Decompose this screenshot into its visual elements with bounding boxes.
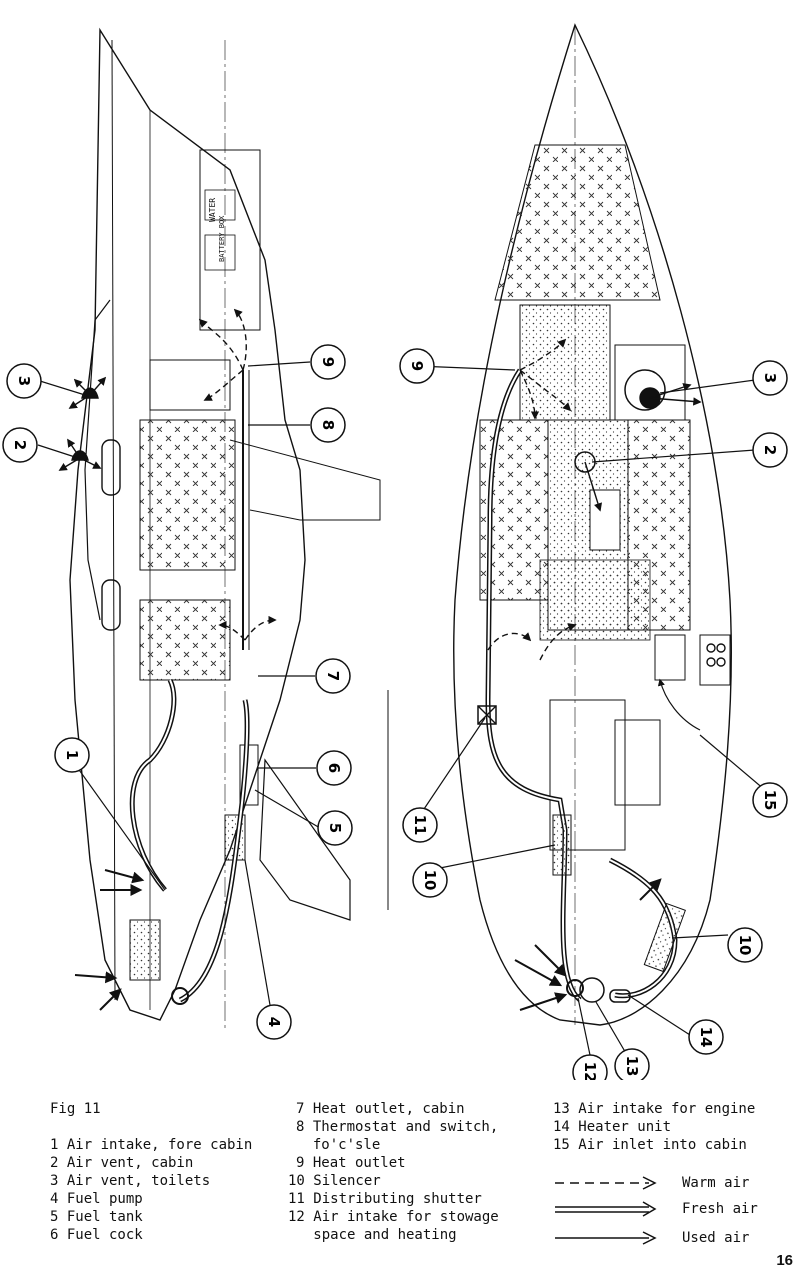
callout-5: 5 — [317, 810, 353, 846]
legend-item-10: 10 Silencer — [288, 1173, 381, 1189]
callout-label: 8 — [319, 420, 337, 430]
callout-label: 15 — [761, 790, 779, 811]
callout-7: 7 — [315, 658, 351, 694]
callout-label: 10 — [421, 870, 439, 891]
callout-label: 1 — [63, 750, 81, 760]
callout-label: 2 — [761, 445, 779, 455]
callout-10-right: 10 — [727, 927, 763, 963]
side-view-labels: WATER BATTERY BOX — [208, 198, 226, 262]
legend-item-5: 5 Fuel tank — [50, 1209, 143, 1225]
callout-label: 10 — [736, 935, 754, 956]
legend-item-13: 13 Air intake for engine — [553, 1101, 756, 1117]
callout-6: 6 — [316, 750, 352, 786]
callout-10-left: 10 — [412, 862, 448, 898]
legend-item-8-cont: fo'c'sle — [296, 1137, 381, 1153]
callout-label: 5 — [326, 823, 344, 833]
callout-8: 8 — [310, 407, 346, 443]
callout-14: 14 — [688, 1019, 724, 1055]
legend-item-7: 7 Heat outlet, cabin — [296, 1101, 465, 1117]
legend-item-2: 2 Air vent, cabin — [50, 1155, 194, 1171]
callout-label: 12 — [581, 1062, 599, 1080]
legend-item-6: 6 Fuel cock — [50, 1227, 143, 1243]
callout-3-right: 3 — [752, 360, 788, 396]
callout-15: 15 — [752, 782, 788, 818]
callout-11: 11 — [402, 807, 438, 843]
callout-label: 4 — [265, 1017, 283, 1027]
legend-item-12: 12 Air intake for stowage — [288, 1209, 499, 1225]
legend-item-4: 4 Fuel pump — [50, 1191, 143, 1207]
callout-2-left: 2 — [2, 427, 38, 463]
callout-2-right: 2 — [752, 432, 788, 468]
callout-9-left: 9 — [310, 344, 346, 380]
callout-label: 3 — [15, 376, 33, 386]
callout-label: 9 — [319, 357, 337, 367]
callout-label: 9 — [408, 361, 426, 371]
callout-label: 7 — [324, 671, 342, 681]
legend-item-12-cont: space and heating — [288, 1227, 457, 1243]
legend-item-14: 14 Heater unit — [553, 1119, 672, 1135]
used-air-label: Used air — [682, 1230, 750, 1246]
callout-label: 11 — [411, 815, 429, 836]
warm-air-label: Warm air — [682, 1175, 750, 1191]
air-legend-lines — [555, 1176, 657, 1245]
battery-box-label: BATTERY BOX — [218, 215, 226, 262]
figure-title: Fig 11 — [50, 1101, 101, 1117]
callout-label: 2 — [11, 440, 29, 450]
callout-13: 13 — [614, 1048, 650, 1080]
legend-item-1: 1 Air intake, fore cabin — [50, 1137, 253, 1153]
legend-item-8: 8 Thermostat and switch, — [296, 1119, 499, 1135]
fresh-air-line — [555, 1206, 649, 1213]
callouts: 3 2 1 4 5 6 7 8 9 9 11 10 12 13 14 10 15… — [2, 344, 788, 1080]
callout-3-left: 3 — [6, 363, 42, 399]
heating-system-diagram: WATER BATTERY BOX — [2, 23, 788, 1080]
callout-label: 14 — [697, 1027, 715, 1048]
legend-item-15: 15 Air inlet into cabin — [553, 1137, 747, 1153]
callout-label: 3 — [761, 373, 779, 383]
legend-item-9: 9 Heat outlet — [296, 1155, 406, 1171]
side-view — [58, 27, 389, 1030]
callout-1: 1 — [54, 737, 90, 773]
water-tank-label: WATER — [208, 198, 217, 222]
callout-12: 12 — [572, 1054, 608, 1080]
legend-item-3: 3 Air vent, toilets — [50, 1173, 211, 1189]
callout-label: 6 — [325, 763, 343, 773]
fresh-air-label: Fresh air — [682, 1201, 758, 1217]
callout-9-right: 9 — [399, 348, 435, 384]
callout-leaders — [37, 361, 766, 1056]
plan-view — [453, 23, 732, 1026]
callout-label: 13 — [623, 1056, 641, 1077]
legend-item-11: 11 Distributing shutter — [288, 1191, 482, 1207]
page-number: 16 — [776, 1252, 793, 1269]
callout-4: 4 — [256, 1004, 292, 1040]
